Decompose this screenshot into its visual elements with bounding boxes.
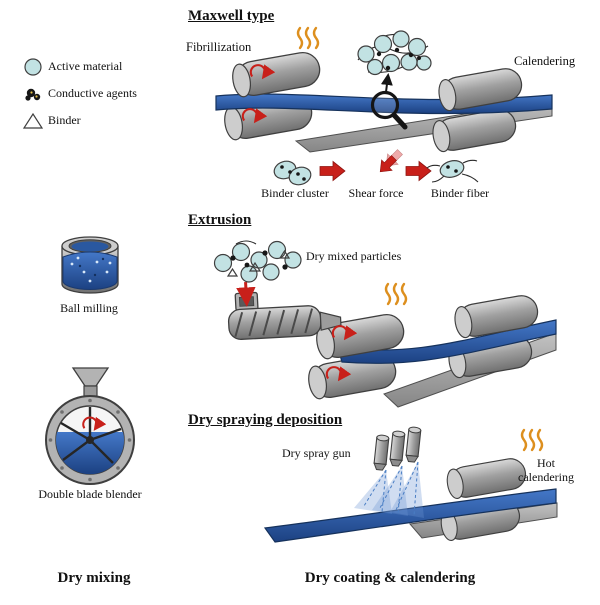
spray-gun-icon [388, 430, 406, 467]
double-blade-blender-illustration [45, 367, 135, 485]
heat-icon [296, 26, 320, 50]
shear-force-label: Shear force [348, 186, 404, 200]
fibrillized-particle-cluster [357, 30, 432, 76]
dry-coating-calendering-footer: Dry coating & calendering [304, 570, 476, 586]
binder-cluster-label: Binder cluster [261, 186, 329, 200]
spray-gun-icon [404, 426, 422, 463]
maxwell-electrode-film [215, 93, 553, 115]
hot-calendering-label: Hot calendering [518, 456, 574, 484]
spray-electrode-film [263, 488, 557, 543]
dry-mixed-particles-label: Dry mixed particles [306, 249, 402, 263]
conductive-agents-icon [25, 88, 41, 101]
extruder-illustration [227, 281, 342, 340]
binder-cluster-icon [273, 160, 312, 186]
dry-spray-gun-label: Dry spray gun [282, 446, 351, 460]
shear-force-icon [374, 146, 406, 178]
flow-arrow-icon [405, 161, 432, 181]
ball-milling-label: Ball milling [60, 301, 118, 315]
double-blade-blender-label: Double blade blender [38, 487, 142, 501]
legend-binder-label: Binder [48, 113, 81, 127]
binder-fiber-icon [426, 159, 479, 183]
dry-mixing-footer: Dry mixing [57, 570, 131, 586]
active-material-icon [24, 58, 42, 76]
maxwell-title: Maxwell type [188, 8, 275, 24]
magnifier-icon [370, 73, 408, 130]
binder-fiber-label: Binder fiber [430, 186, 490, 200]
heat-icon [520, 428, 544, 452]
binder-icon [22, 112, 44, 129]
extrusion-title: Extrusion [188, 212, 252, 228]
ball-mill-illustration [61, 236, 119, 294]
legend-active-material-label: Active material [48, 59, 123, 73]
flow-arrow-icon [319, 161, 346, 181]
spray-cones [354, 461, 424, 518]
extrusion-electrode-film [337, 319, 557, 364]
dry-spraying-title: Dry spraying deposition [188, 412, 343, 428]
legend-conductive-agents-label: Conductive agents [48, 86, 137, 100]
fibrillization-top-roller [229, 49, 323, 100]
calendering-label: Calendering [514, 54, 576, 68]
heat-icon [384, 282, 408, 306]
spray-gun-icon [372, 434, 390, 471]
dry-mixed-particle-cluster [213, 240, 302, 283]
fibrillization-label: Fibrillization [186, 40, 252, 54]
